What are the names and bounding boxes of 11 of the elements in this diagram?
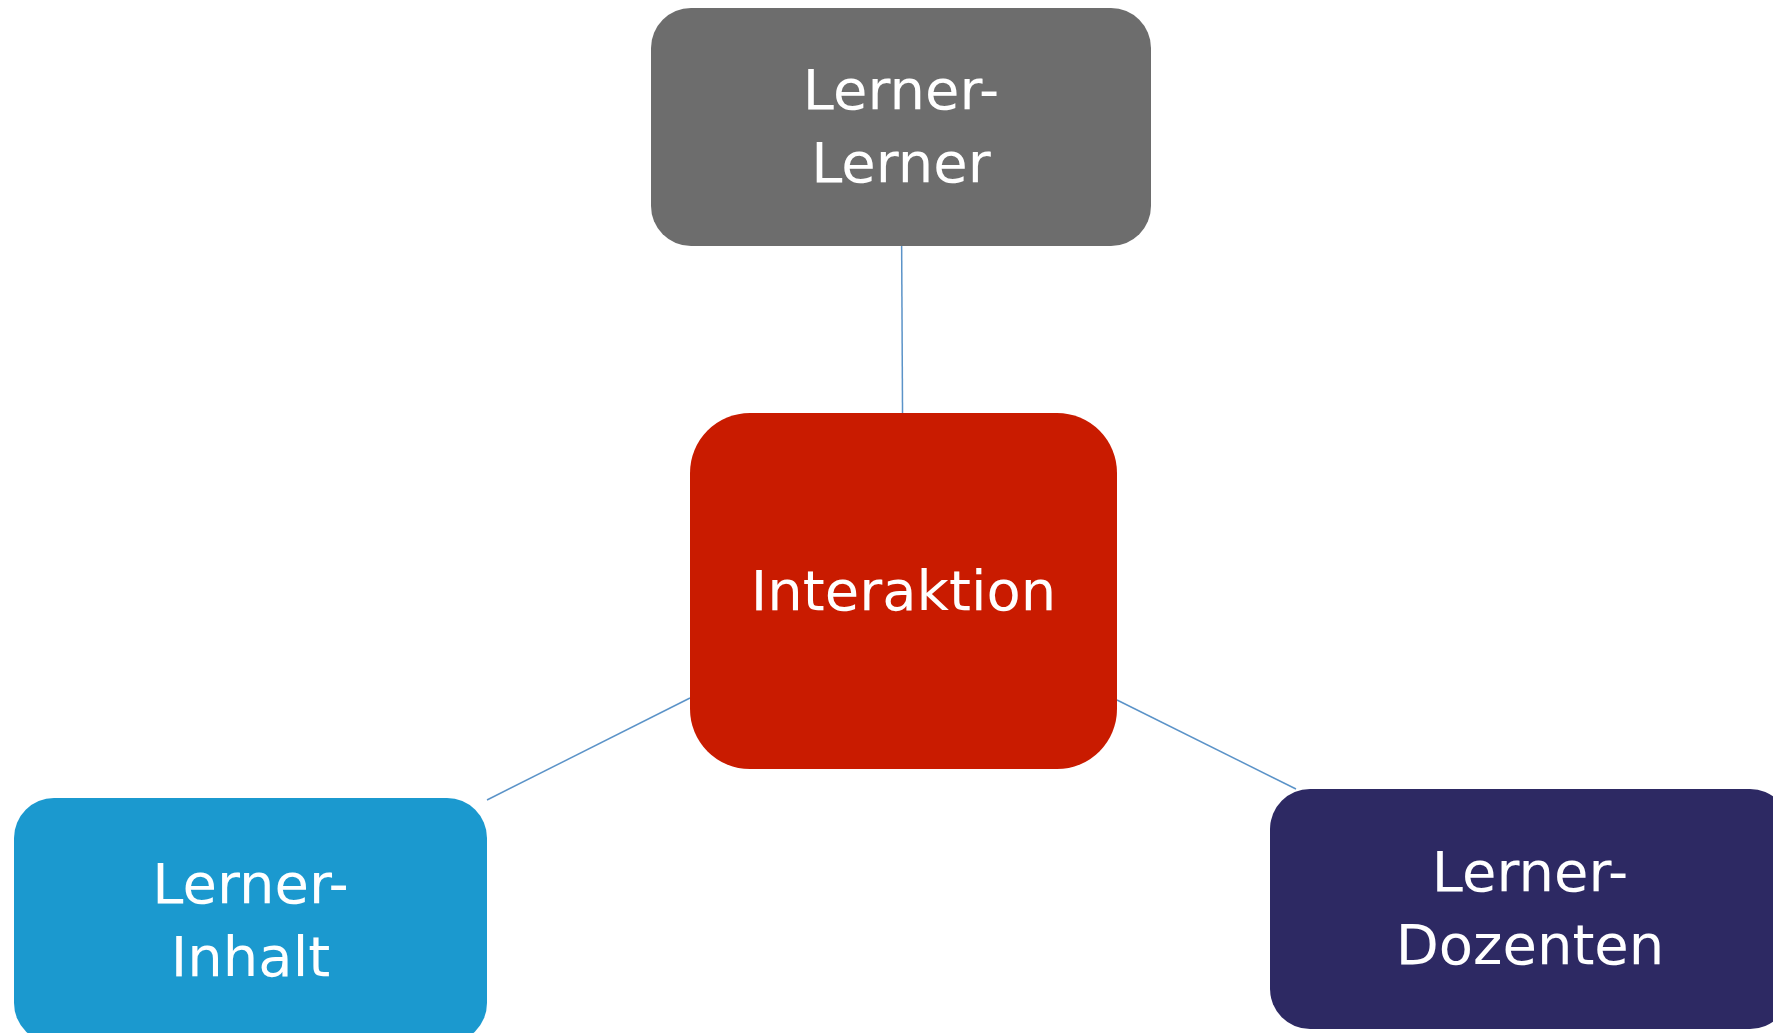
box-label: Lerner- Lerner [802,56,1000,197]
rounded-box [690,413,1117,769]
rounded-box [1270,789,1773,1029]
box-label: Interaktion [750,556,1057,625]
rounded-box [651,8,1151,246]
connector-line [486,697,691,801]
rounded-box [14,798,487,1033]
box-label: Lerner- Inhalt [152,849,349,991]
box-label: Lerner- Dozenten [1395,838,1665,979]
connector-line [900,245,904,414]
connector-line [1116,699,1297,790]
